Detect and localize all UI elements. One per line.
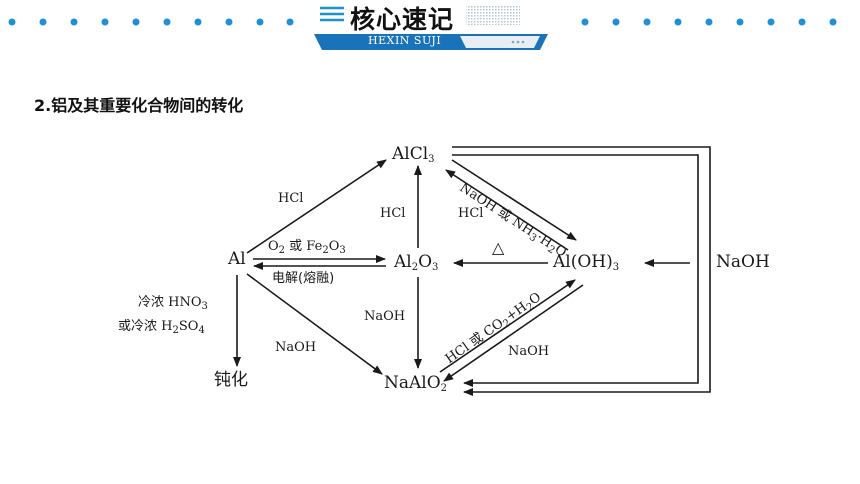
label-naoh-al-naalo2: NaOH: [275, 340, 317, 355]
left-dot-row: [8, 18, 294, 26]
arrow-alcl3-to-naalo2-loop: [452, 146, 711, 396]
label-passivate-line2: 或冷浓 H2SO4: [118, 319, 205, 336]
header-banner: 核心速记 HEXIN SUJI: [0, 0, 860, 58]
arrow-alcl3-to-aloh3: [451, 159, 577, 241]
dot-texture: [466, 5, 520, 25]
node-al: Al: [228, 249, 246, 269]
ribbon-light-segment: [460, 36, 540, 48]
node-alcl3: AlCl3: [392, 144, 435, 165]
label-naoh-aloh3-naalo2: NaOH: [508, 344, 550, 359]
node-naalo2: NaAlO2: [384, 373, 448, 394]
arrow-aloh3-to-naalo2: [443, 284, 584, 382]
label-hcl-al2o3-alcl3: HCl: [380, 206, 406, 221]
node-al2o3: Al2O3: [394, 252, 439, 273]
right-dot-row: [581, 18, 837, 26]
header-title: 核心速记: [350, 5, 455, 34]
arrow-aloh3-to-alcl3: [445, 169, 569, 251]
header-subtitle: HEXIN SUJI: [368, 34, 442, 47]
node-passivation: 钝化: [214, 370, 248, 390]
section-title: 2.铝及其重要化合物间的转化: [34, 96, 244, 115]
label-heat: △: [492, 238, 505, 257]
arrow-alcl3-to-naalo2-inner: [452, 154, 699, 387]
label-hcl-aloh3-alcl3: HCl: [458, 206, 484, 221]
label-hcl-al-alcl3: HCl: [278, 191, 304, 206]
arrow-al-to-naalo2: [246, 273, 383, 375]
arrow-naalo2-to-aloh3: [439, 279, 576, 373]
node-naoh-source: NaOH: [716, 252, 770, 272]
label-passivate-line1: 冷浓 HNO3: [138, 295, 208, 312]
header-decoration: [8, 5, 837, 50]
arrow-al-to-alcl3: [246, 159, 387, 254]
node-aloh3: Al(OH)3: [553, 252, 620, 273]
label-naoh-al2o3-naalo2: NaOH: [364, 309, 406, 324]
label-al2o3-to-al: 电解(熔融): [272, 271, 335, 286]
menu-lines-icon: [320, 6, 344, 22]
label-al-to-al2o3: O2 或 Fe2O3: [268, 239, 346, 256]
